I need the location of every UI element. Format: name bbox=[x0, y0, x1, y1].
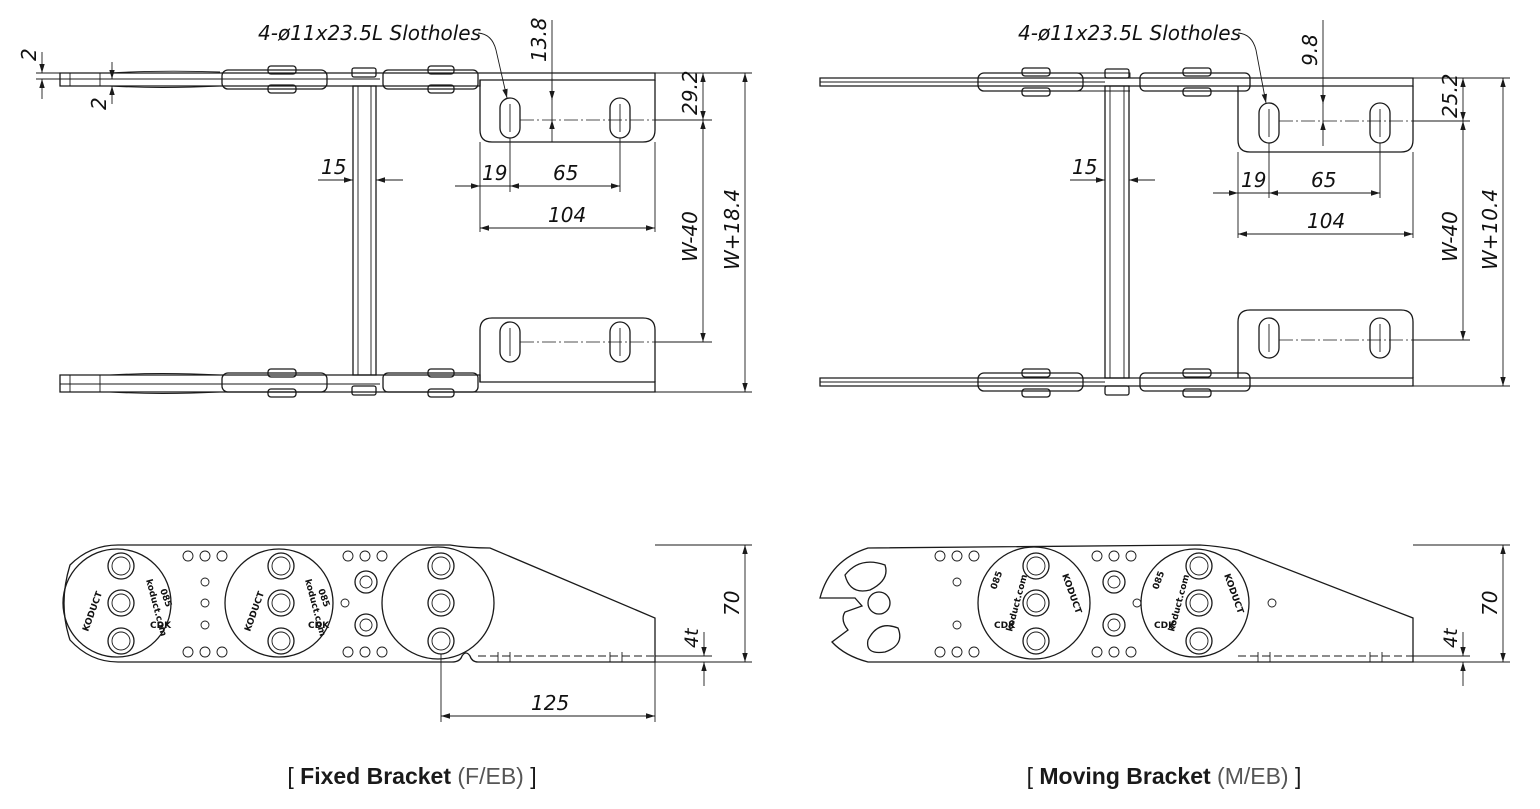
cross-bar bbox=[352, 85, 377, 376]
dim-104: 104 bbox=[1307, 209, 1345, 233]
code-mark: CDK bbox=[150, 621, 172, 631]
dim-70: 70 bbox=[1478, 591, 1502, 616]
dim-4t: 4t bbox=[1440, 627, 1462, 648]
top-chain-strip bbox=[819, 67, 1414, 97]
dim-thickness-top: 2 bbox=[17, 48, 41, 61]
dim-65: 65 bbox=[1311, 168, 1336, 192]
dim-19: 19 bbox=[482, 161, 507, 185]
slot-callout: 4-ø11x23.5L Slotholes bbox=[1018, 21, 1241, 45]
fixed-bracket-top-view bbox=[36, 20, 752, 398]
moving-bracket-caption: [ Moving Bracket (M/EB) ] bbox=[1027, 763, 1302, 789]
upper-bracket-plate bbox=[479, 80, 656, 143]
moving-bracket-side-view: KODUCT KODUCT koduct.com koduct.com CDK … bbox=[819, 544, 1510, 686]
size-mark: 085 bbox=[989, 570, 1005, 591]
cross-bar bbox=[1104, 85, 1130, 379]
upper-slots bbox=[499, 97, 631, 139]
pin-holes bbox=[107, 552, 455, 655]
caption-close: ] bbox=[530, 763, 536, 789]
pin-holes bbox=[1022, 552, 1213, 655]
bottom-chain-strip bbox=[59, 368, 656, 398]
dim-104: 104 bbox=[548, 203, 586, 227]
brand-mark: KODUCT bbox=[81, 590, 105, 633]
fixed-dimension-labels: 4-ø11x23.5L Slotholes 13.8 29.2 2 2 15 1… bbox=[17, 17, 744, 715]
dim-pin: 15 bbox=[321, 155, 346, 179]
lower-bracket-plate bbox=[479, 317, 656, 382]
slot-callout: 4-ø11x23.5L Slotholes bbox=[258, 21, 481, 45]
lower-slots bbox=[1258, 317, 1391, 359]
size-mark: 085 bbox=[1151, 570, 1167, 591]
brand-mark: KODUCT bbox=[1221, 573, 1245, 616]
dim-125: 125 bbox=[531, 691, 569, 715]
dim-w-plus: W+10.4 bbox=[1478, 189, 1502, 270]
code-mark: CDK bbox=[1154, 621, 1176, 631]
caption-title: Moving Bracket bbox=[1039, 763, 1211, 789]
dim-19: 19 bbox=[1241, 168, 1266, 192]
code-mark: CDK bbox=[994, 621, 1016, 631]
caption-code: (M/EB) bbox=[1211, 763, 1295, 789]
small-holes bbox=[182, 550, 388, 658]
fixed-bracket-side-view: KODUCT KODUCT koduct.com koduct.com CDK … bbox=[62, 544, 752, 722]
dim-edge: 25.2 bbox=[1438, 73, 1462, 118]
caption-title: Fixed Bracket bbox=[300, 763, 451, 789]
dim-thickness-bottom: 2 bbox=[87, 97, 111, 110]
bottom-chain-strip bbox=[819, 368, 1414, 398]
top-chain-strip bbox=[59, 65, 656, 94]
brand-mark: KODUCT bbox=[243, 590, 267, 633]
caption-close: ] bbox=[1295, 763, 1301, 789]
dim-w-plus: W+18.4 bbox=[720, 189, 744, 270]
upper-slots bbox=[1258, 102, 1391, 144]
dim-4t: 4t bbox=[681, 627, 703, 648]
dim-slot-offset: 13.8 bbox=[527, 17, 551, 62]
dim-w-minus: W-40 bbox=[1438, 211, 1462, 262]
fixed-bracket-caption: [ Fixed Bracket (F/EB) ] bbox=[287, 763, 536, 789]
caption-code: (F/EB) bbox=[451, 763, 530, 789]
dim-pin: 15 bbox=[1072, 155, 1097, 179]
dim-slot-offset: 9.8 bbox=[1298, 34, 1322, 66]
moving-dimension-labels: 4-ø11x23.5L Slotholes 9.8 25.2 15 19 65 … bbox=[1018, 21, 1502, 648]
caption-open: [ bbox=[287, 763, 300, 789]
brand-mark: KODUCT bbox=[1059, 573, 1083, 616]
caption-open: [ bbox=[1027, 763, 1040, 789]
dim-w-minus: W-40 bbox=[678, 211, 702, 262]
upper-bracket-plate bbox=[1237, 86, 1414, 153]
dim-65: 65 bbox=[553, 161, 578, 185]
code-mark: CDK bbox=[308, 621, 330, 631]
moving-bracket-top-view bbox=[819, 20, 1510, 398]
small-holes bbox=[934, 550, 1277, 658]
lower-bracket-plate bbox=[1237, 309, 1414, 378]
dim-edge: 29.2 bbox=[678, 70, 702, 115]
dim-70: 70 bbox=[720, 591, 744, 616]
